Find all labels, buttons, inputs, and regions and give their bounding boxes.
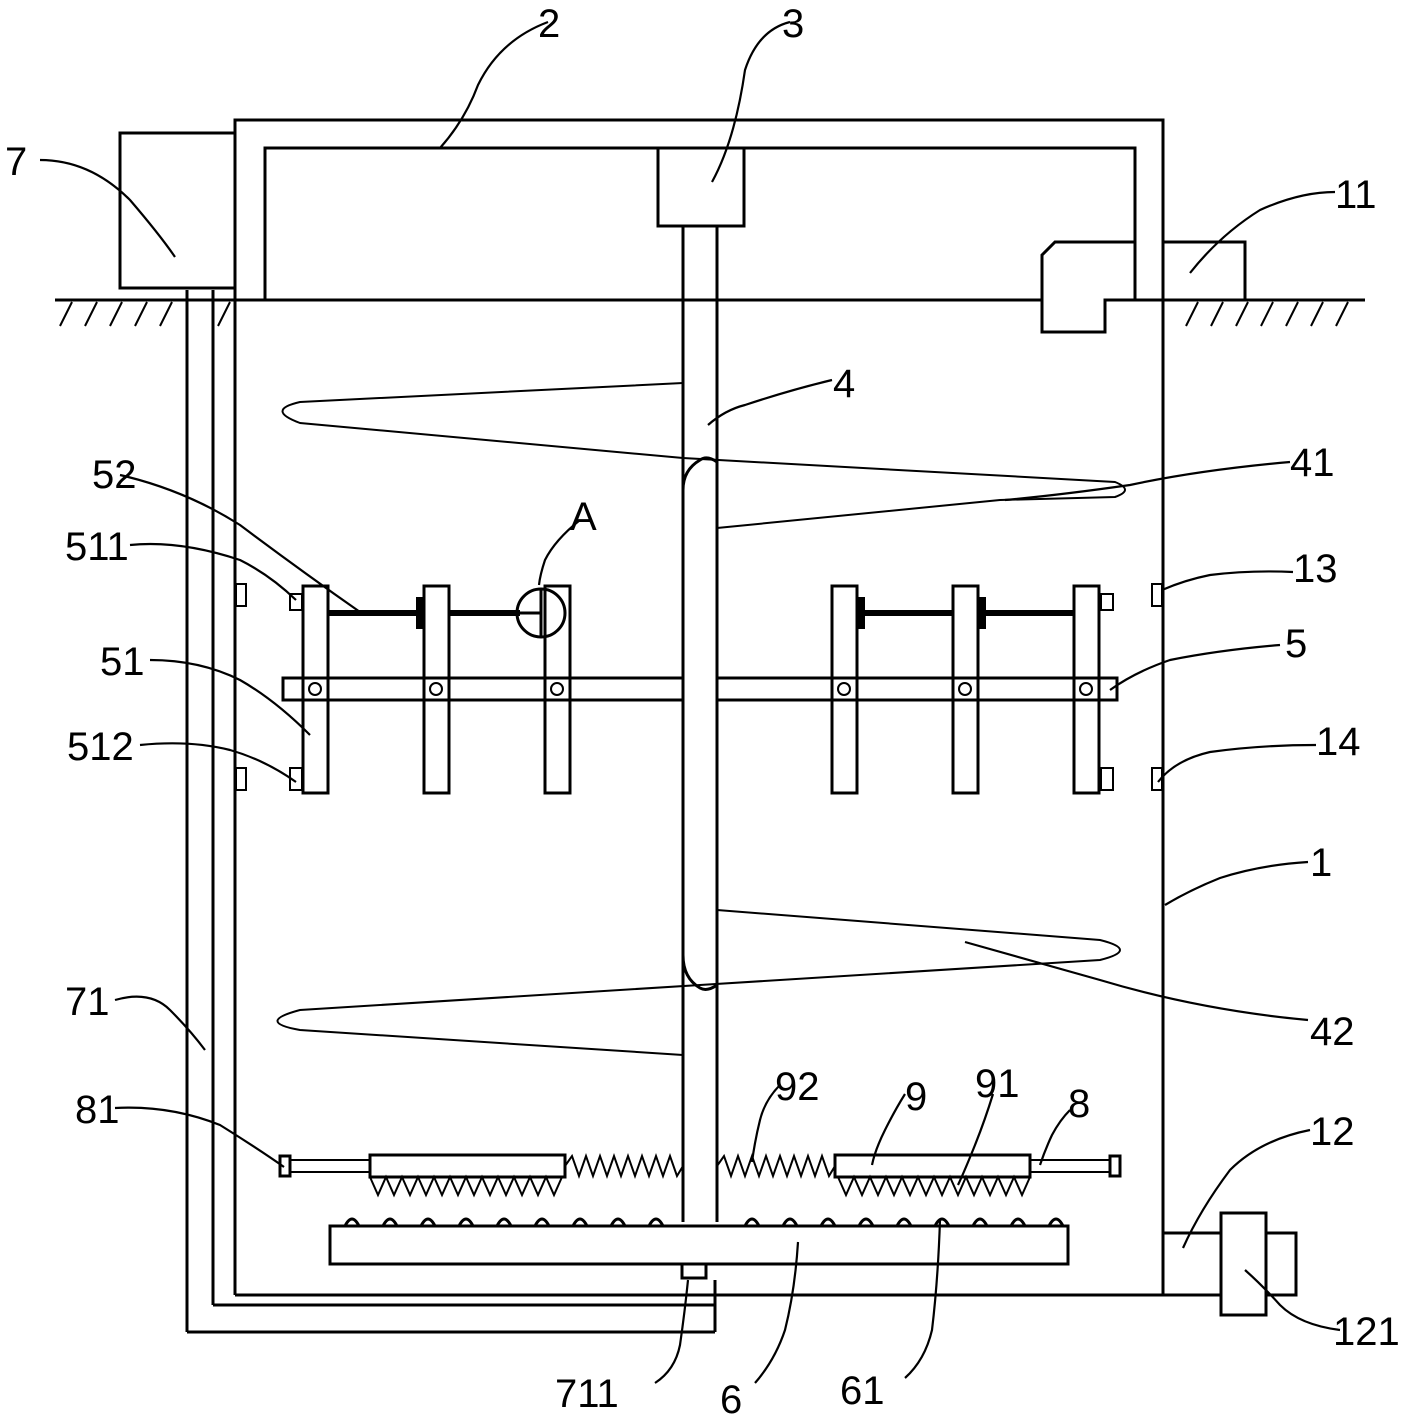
connecting-rods-52 <box>328 597 1074 629</box>
label-71: 71 <box>65 980 110 1024</box>
label-2: 2 <box>538 2 560 46</box>
label-12: 12 <box>1310 1110 1355 1154</box>
scraper-6 <box>328 1217 1070 1266</box>
shaft-4 <box>681 226 719 1222</box>
label-511: 511 <box>65 525 129 569</box>
side-stops <box>235 583 1163 791</box>
part-labels: 2 3 7 11 4 41 52 A 511 13 5 51 512 14 1 … <box>5 2 1400 1419</box>
label-11: 11 <box>1335 173 1377 217</box>
scraper-blocks-9 <box>368 1153 1032 1198</box>
label-13: 13 <box>1293 547 1338 591</box>
label-7: 7 <box>5 140 27 184</box>
pivot-pins <box>308 682 1093 696</box>
label-121: 121 <box>1333 1310 1400 1354</box>
label-4: 4 <box>833 362 855 406</box>
label-A: A <box>570 495 597 539</box>
label-6: 6 <box>720 1378 742 1419</box>
label-1: 1 <box>1310 841 1332 885</box>
crossbar-5 <box>281 676 1119 702</box>
label-8: 8 <box>1068 1082 1090 1126</box>
helical-blade-42 <box>276 909 1121 1056</box>
ground-surface <box>55 298 1365 327</box>
detail-circle-A <box>515 587 567 639</box>
label-711: 711 <box>555 1372 619 1416</box>
valve-121 <box>1219 1211 1268 1317</box>
label-42: 42 <box>1310 1010 1355 1054</box>
label-14: 14 <box>1316 720 1361 764</box>
valve-121-cap <box>1264 1231 1298 1297</box>
label-9: 9 <box>905 1075 927 1119</box>
label-51: 51 <box>100 640 145 684</box>
label-52: 52 <box>92 453 137 497</box>
springs-92 <box>564 1152 836 1180</box>
shaft-sleeve <box>681 456 718 991</box>
pipe-71 <box>185 290 717 1334</box>
paddles-51 <box>301 584 1101 795</box>
label-512: 512 <box>67 725 134 769</box>
tank-body <box>233 300 1165 1297</box>
label-41: 41 <box>1290 441 1335 485</box>
label-3: 3 <box>782 2 804 46</box>
label-92: 92 <box>775 1065 820 1109</box>
label-91: 91 <box>975 1062 1020 1106</box>
label-81: 81 <box>75 1088 120 1132</box>
outlet-711 <box>680 1262 708 1280</box>
leader-lines <box>39 20 1341 1384</box>
helical-blade-41 <box>281 382 1126 529</box>
discharge-pipe-12 <box>1161 1231 1225 1297</box>
motor-3 <box>656 146 746 228</box>
component-box-7 <box>118 131 237 290</box>
inlet-fitting <box>1040 240 1137 334</box>
label-61: 61 <box>840 1369 885 1413</box>
label-5: 5 <box>1285 622 1307 666</box>
component-box-11 <box>1161 240 1247 302</box>
